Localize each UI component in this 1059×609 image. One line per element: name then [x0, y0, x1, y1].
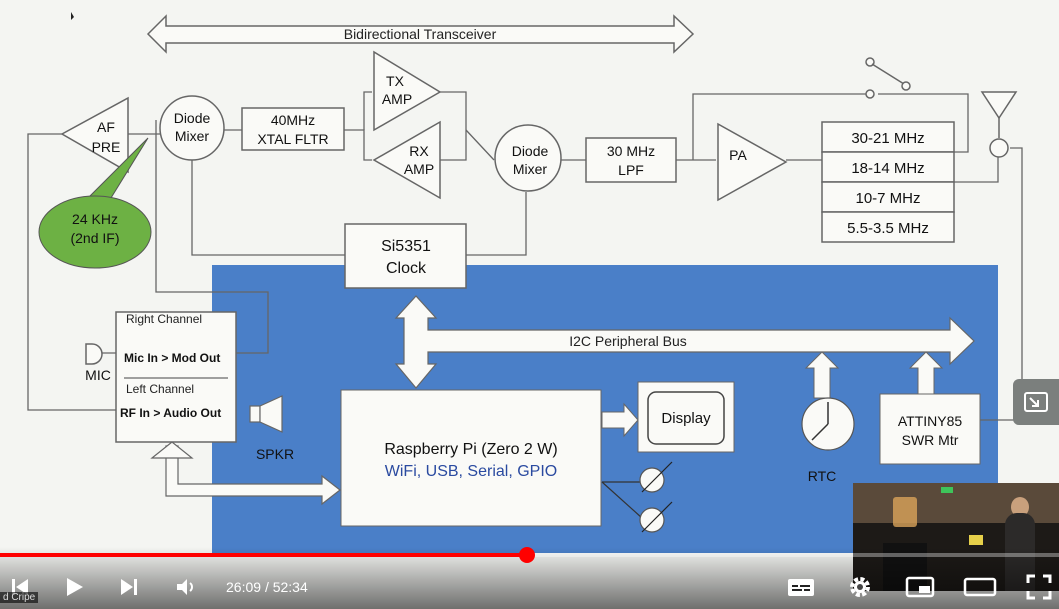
filter-band-4: 5.5-3.5 MHz — [847, 220, 929, 237]
bidirectional-arrow: Bidirectional Transceiver — [146, 14, 695, 54]
lpf-label-2: LPF — [618, 162, 644, 178]
lpf-label-1: 30 MHz — [607, 143, 655, 159]
rpi-subtitle: WiFi, USB, Serial, GPIO — [385, 463, 557, 480]
play-icon — [67, 578, 83, 596]
codec-right-channel: Right Channel — [126, 312, 202, 326]
rpi-title: Raspberry Pi (Zero 2 W) — [384, 441, 557, 458]
corner-arrow-icon — [1024, 392, 1048, 412]
theater-mode-button[interactable] — [962, 573, 998, 601]
codec-left-channel: Left Channel — [126, 382, 194, 396]
si5351-label-2: Clock — [386, 260, 427, 277]
filter-band-1: 30-21 MHz — [851, 130, 924, 147]
gear-icon — [850, 577, 870, 597]
time-separator: / — [264, 579, 273, 595]
bidirectional-label: Bidirectional Transceiver — [344, 26, 497, 42]
time-display: 26:09 / 52:34 — [226, 579, 308, 595]
channel-caption-tag: d Cripe — [0, 592, 39, 603]
filter-band-2: 18-14 MHz — [851, 160, 924, 177]
audio-codec: Right Channel Mic In > Mod Out Left Chan… — [115, 311, 237, 443]
codec-mic-in: Mic In > Mod Out — [124, 351, 220, 365]
pa-label: PA — [729, 147, 747, 163]
next-button[interactable] — [116, 573, 142, 601]
tx-amp: TX AMP — [373, 50, 442, 132]
scrubber-handle[interactable] — [518, 547, 535, 563]
rx-label-1: RX — [409, 143, 429, 159]
tx-label-2: AMP — [382, 91, 412, 107]
attiny-label-1: ATTINY85 — [898, 413, 963, 429]
potentiometers-icon — [601, 461, 673, 533]
if-callout: 24 KHz (2nd IF) — [38, 137, 152, 269]
play-button[interactable] — [62, 573, 86, 601]
progress-bar[interactable] — [0, 547, 1059, 563]
previous-button[interactable] — [8, 573, 32, 601]
tr-switch-icon — [865, 57, 911, 99]
attiny-label-2: SWR Mtr — [902, 432, 959, 448]
fullscreen-button[interactable] — [1024, 573, 1054, 601]
skip-next-icon — [121, 579, 137, 595]
subtitles-button[interactable] — [786, 573, 816, 601]
rx-label-2: AMP — [404, 161, 434, 177]
duration: 52:34 — [272, 579, 308, 595]
mic-label: MIC — [85, 367, 111, 383]
i2c-label: I2C Peripheral Bus — [569, 333, 687, 349]
diode-mixer-2: Diode Mixer — [494, 124, 562, 192]
miniplayer-button[interactable] — [904, 573, 936, 601]
skip-previous-icon — [12, 579, 28, 595]
progress-played — [0, 553, 527, 557]
captions-icon — [788, 579, 814, 596]
xtal-filter: 40MHz XTAL FLTR — [241, 107, 345, 151]
display-arrow — [601, 402, 639, 438]
xtal-label-1: 40MHz — [271, 112, 315, 128]
spkr-label: SPKR — [256, 446, 294, 462]
si5351-clock: Si5351 Clock — [344, 223, 467, 289]
i2c-bus-arrow: I2C Peripheral Bus — [394, 295, 975, 389]
volume-icon — [177, 579, 193, 595]
raspberry-pi-box: Raspberry Pi (Zero 2 W) WiFi, USB, Seria… — [340, 389, 602, 527]
tx-label-1: TX — [386, 73, 405, 89]
display-block: Display — [637, 381, 735, 453]
rx-amp: RX AMP — [372, 120, 441, 200]
mixer2-label-1: Diode — [512, 143, 549, 159]
wires — [27, 91, 1023, 421]
mixer2-label-2: Mixer — [513, 161, 548, 177]
fullscreen-icon — [1026, 574, 1052, 600]
antenna-icon — [980, 91, 1018, 158]
si5351-label-1: Si5351 — [381, 238, 431, 255]
miniplayer-icon — [905, 576, 935, 598]
pa-amp: PA — [717, 122, 788, 202]
theater-icon — [963, 577, 997, 597]
pi-codec-arrow — [150, 441, 341, 506]
settings-button[interactable] — [846, 573, 874, 601]
rtc-label: RTC — [808, 468, 837, 484]
mixer1-label-2: Mixer — [175, 128, 210, 144]
volume-button[interactable] — [174, 573, 200, 601]
codec-rf-in: RF In > Audio Out — [120, 406, 221, 420]
if-label-2: (2nd IF) — [70, 230, 119, 246]
af-pre-label-2: PRE — [92, 139, 121, 155]
if-label-1: 24 KHz — [72, 211, 118, 227]
minimize-overlay-button[interactable] — [1013, 379, 1059, 425]
lpf-block: 30 MHz LPF — [585, 137, 677, 183]
mixer1-label-1: Diode — [174, 110, 211, 126]
microphone-icon: MIC — [85, 343, 111, 383]
mouse-cursor-icon — [71, 12, 74, 20]
filter-band-3: 10-7 MHz — [855, 190, 920, 207]
af-pre-label-1: AF — [97, 119, 115, 135]
xtal-label-2: XTAL FLTR — [257, 131, 328, 147]
rtc-clock-icon: RTC — [801, 351, 855, 484]
speaker-icon: SPKR — [249, 395, 294, 462]
attiny-swr-meter: ATTINY85 SWR Mtr — [879, 351, 981, 465]
filter-bank: 30-21 MHz 18-14 MHz 10-7 MHz 5.5-3.5 MHz — [821, 121, 955, 243]
current-time: 26:09 — [226, 579, 262, 595]
af-pre-amp: AF PRE — [60, 96, 129, 174]
display-label: Display — [661, 410, 711, 427]
diode-mixer-1: Diode Mixer — [159, 95, 225, 161]
